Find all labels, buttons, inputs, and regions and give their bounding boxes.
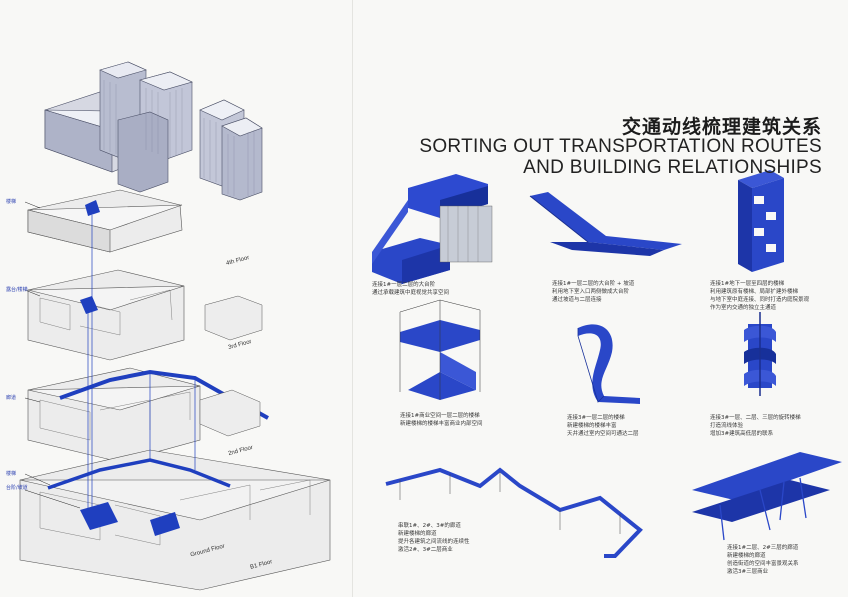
grand-stair-icon [372,174,493,284]
caption-spiral-stair: 连接3#一层、二层、三层的旋转楼梯 打造流线体验 增加3#建筑高低层的联系 [710,414,801,438]
side-block-3 [204,295,263,341]
caption-switchback-stair: 连接1#商业空间一层二层的楼梯 新建楼梯的楼梯丰富商业内部空间 [400,412,483,428]
stair-4f-blue [85,200,100,216]
tower-buildings [44,61,263,201]
page-title-en-line1: SORTING OUT TRANSPORTATION ROUTES [419,136,822,157]
page-title-en-line2: AND BUILDING RELATIONSHIPS [523,157,822,178]
floor-slab-3 [27,269,185,361]
floor-slab-2 [27,367,201,463]
caption-curved-stair: 连接3#一层二层的楼梯 新建楼梯的楼梯丰富 天井通过室内空间可通达二层 [567,414,639,438]
caption-ramp-stair: 连接1#一层二层的大台阶 + 坡道 利用地下室入口两侧做成大台阶 通过坡道与二层… [552,280,634,304]
caption-line: 连接1#地下一层至四层的楼梯 [710,281,785,287]
caption-line: 连接1#一层二层的大台阶 [372,282,436,288]
caption-stair-tower: 连接1#地下一层至四层的楼梯 利用建筑原有楼梯、局部扩建外楼梯 与地下室中庭连接… [710,280,809,312]
caption-elevated-walkway: 连接1#二层、2#三层的廊道 新建楼梯的廊道 创造街道的空间丰富景观关系 激活3… [727,544,799,576]
tag-ramp: 台阶/坡道 [6,485,28,491]
caption-line: 通过坡道与二层连接 [552,297,602,303]
caption-line: 连接3#一层二层的楼梯 [567,415,625,421]
tag-corridor: 廊道 [6,395,17,401]
caption-line: 通过承载建筑中庭视觉共享空间 [372,290,450,296]
caption-line: 创造街道的空间丰富景观关系 [727,561,799,567]
grand-stair-blue [80,502,118,530]
leader-lines [24,201,81,509]
ramp-blue [150,512,180,536]
corridor-bridge-icon [385,467,643,558]
caption-corridor-bridge: 串联1#、2#、3#的廊道 新建楼梯的廊道 提升各建筑之间流线的连续性 激活2#… [398,522,470,554]
caption-line: 串联1#、2#、3#的廊道 [398,523,461,529]
caption-line: 连接1#商业空间一层二层的楼梯 [400,413,480,419]
caption-line: 新建楼梯的廊道 [398,531,437,537]
elevated-walkway-icon [692,452,842,541]
caption-line: 连接1#一层二层的大台阶 + 坡道 [552,281,635,287]
caption-line: 打造流线体验 [710,423,744,429]
spiral-stair-icon [744,312,776,396]
caption-grand-stair: 连接1#一层二层的大台阶 通过承载建筑中庭视觉共享空间 [372,281,449,297]
caption-line: 利用建筑原有楼梯、局部扩建外楼梯 [710,289,799,295]
floor-slab-4 [27,189,183,253]
page-fold-line [352,0,353,597]
curved-stair-icon [577,324,640,404]
stair-tower-icon [738,170,784,272]
caption-line: 激活2#、3#二层商业 [398,547,453,553]
caption-line: 新建楼梯的廊道 [727,553,766,559]
caption-line: 作为室内交通的独立主通道 [710,305,777,311]
page-title-cn: 交通动线梳理建筑关系 [622,116,823,138]
tag-lobby: 露台/楼梯 [6,287,28,293]
ramp-stair-icon [529,192,682,256]
caption-line: 新建楼梯的楼梯丰富 [567,423,617,429]
tag-stair: 楼梯 [6,471,17,477]
caption-line: 天井通过室内空间可通达二层 [567,431,639,437]
caption-line: 利用地下室入口两侧做成大台阶 [552,289,630,295]
caption-line: 新建楼梯的楼梯丰富商业内部空间 [400,421,483,427]
switchback-stair-icon [399,299,481,400]
caption-line: 连接3#一层、二层、三层的旋转楼梯 [710,415,801,421]
side-block-2 [199,389,261,437]
caption-line: 连接1#二层、2#三层的廊道 [727,545,799,551]
caption-line: 增加3#建筑高低层的联系 [710,431,774,437]
stair-3f-blue [80,296,98,314]
tower-window-grid [103,80,255,196]
caption-line: 提升各建筑之间流线的连续性 [398,539,470,545]
caption-line: 与地下室中庭连接、同时打造内庭院景观 [710,297,810,303]
floor-3-rooms [39,289,173,336]
vertical-connection-lines [87,215,196,508]
caption-line: 激活3#三层商业 [727,569,769,575]
tag-entrance: 楼梯 [6,199,17,205]
